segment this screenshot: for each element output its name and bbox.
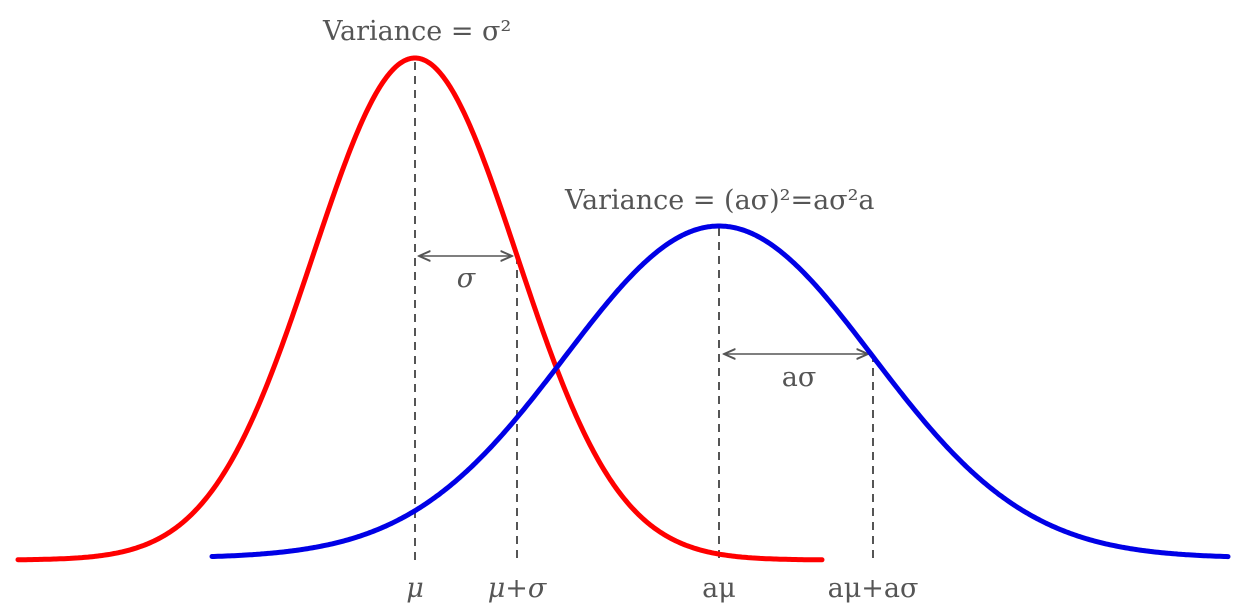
tick-label-a-mu: aμ (702, 573, 736, 604)
a-sigma-label: aσ (782, 362, 817, 393)
blue-distribution-curve (209, 223, 1231, 560)
tick-label-mu-plus-sigma: μ+σ (488, 573, 548, 604)
tick-label-mu: μ (406, 573, 424, 604)
blue-variance-label: Variance = (aσ)²=aσ²a (564, 185, 875, 216)
red-distribution-curve (15, 55, 825, 563)
sigma-label: σ (457, 263, 477, 294)
tick-label-a-mu-plus-a-sigma: aμ+aσ (828, 573, 919, 604)
red-variance-label: Variance = σ² (322, 16, 511, 47)
